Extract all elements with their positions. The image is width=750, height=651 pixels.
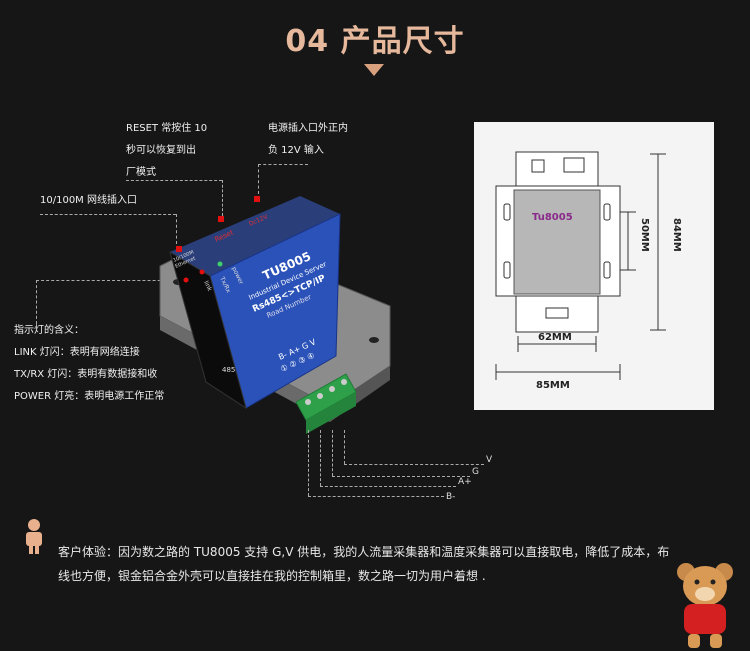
dim-62-label: 62MM bbox=[538, 332, 572, 343]
power-annotation-line-1: 电源插入口外正内 bbox=[268, 123, 348, 134]
customer-icon bbox=[26, 519, 42, 554]
power-annotation: 电源插入口外正内 负 12V 输入 bbox=[268, 118, 348, 162]
pin-g-leader bbox=[332, 430, 333, 476]
ethernet-annotation: 10/100M 网线插入口 bbox=[40, 195, 137, 206]
pin-a-leader bbox=[320, 430, 321, 486]
page-title: 04 产品尺寸 bbox=[285, 24, 465, 59]
device-port-label: 485 bbox=[222, 366, 235, 374]
power-leader-h bbox=[258, 164, 308, 165]
led-leader-h bbox=[36, 280, 186, 281]
power-leader-v bbox=[258, 164, 259, 194]
pin-v-line bbox=[344, 464, 484, 465]
customer-experience-text: 客户体验：因为数之路的 TU8005 支持 G,V 供电，我的人流量采集器和温度… bbox=[58, 545, 670, 583]
pin-v-leader bbox=[344, 430, 345, 464]
led-legend-link: LINK 灯闪：表明有网络连接 bbox=[14, 347, 140, 358]
ethernet-marker-icon bbox=[176, 246, 182, 252]
reset-leader-v bbox=[222, 180, 223, 216]
reset-annotation-line-2: 秒可以恢复到出 bbox=[126, 145, 196, 156]
pin-g-line bbox=[332, 476, 470, 477]
device-link-label: link bbox=[202, 280, 213, 293]
reset-leader-h bbox=[126, 180, 222, 181]
dimension-diagram: Tu8005 62MM 85MM 50MM 84MM bbox=[474, 122, 714, 410]
reset-annotation-line-1: RESET 常按住 10 bbox=[126, 123, 208, 134]
power-marker-icon bbox=[254, 196, 260, 202]
pin-b-leader bbox=[308, 430, 309, 496]
dim-84-label: 84MM bbox=[671, 218, 682, 252]
title-arrow-icon bbox=[364, 64, 384, 76]
dim-50-label: 50MM bbox=[639, 218, 650, 252]
diagram-model-label: Tu8005 bbox=[532, 212, 573, 223]
pin-a-line bbox=[320, 486, 456, 487]
power-led-icon bbox=[217, 261, 223, 267]
pin-g-label: G bbox=[472, 467, 479, 477]
reset-annotation-line-3: 厂模式 bbox=[126, 167, 156, 178]
led-leader-v bbox=[36, 280, 37, 324]
pin-b-line bbox=[308, 496, 444, 497]
power-annotation-line-2: 负 12V 输入 bbox=[268, 145, 324, 156]
led-legend: 指示灯的含义： LINK 灯闪：表明有网络连接 TX/RX 灯闪：表明有数据接和… bbox=[14, 320, 164, 408]
ethernet-leader-v bbox=[176, 214, 177, 244]
ethernet-leader-h bbox=[40, 214, 176, 215]
link-led-icon bbox=[183, 277, 189, 283]
device-image: TU8005 Industrial Device Server Rs485<>T… bbox=[159, 196, 391, 434]
led-legend-heading: 指示灯的含义： bbox=[14, 325, 84, 336]
led-legend-power: POWER 灯亮：表明电源工作正常 bbox=[14, 391, 165, 402]
reset-marker-icon bbox=[218, 216, 224, 222]
dim-85-label: 85MM bbox=[536, 380, 570, 391]
led-legend-txrx: TX/RX 灯闪：表明有数据接和收 bbox=[14, 369, 158, 380]
txrx-led-icon bbox=[199, 269, 205, 275]
reset-annotation: RESET 常按住 10 秒可以恢复到出 厂模式 bbox=[126, 118, 207, 184]
pin-a-label: A+ bbox=[458, 477, 472, 487]
terminal-block bbox=[295, 373, 357, 434]
pin-b-label: B- bbox=[446, 492, 456, 502]
bear-mascot-icon bbox=[677, 563, 733, 648]
pin-v-label: V bbox=[486, 455, 493, 465]
